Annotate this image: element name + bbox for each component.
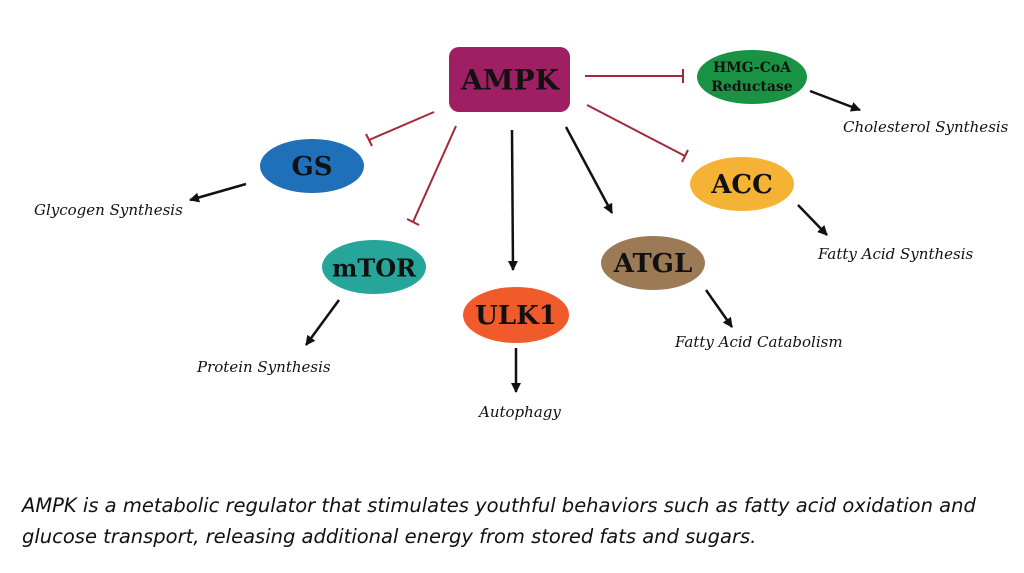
- node-hmg-coa-reductase: HMG-CoA Reductase: [697, 50, 807, 104]
- inhibition-edges: [365, 69, 689, 226]
- edge-ampk-ulk1: [507, 129, 518, 271]
- hmg-label-line1: HMG-CoA: [713, 60, 792, 76]
- acc-label: ACC: [710, 170, 773, 200]
- hmg-label-line2: Reductase: [711, 79, 792, 95]
- edge-acc-fattyacid-synthesis: [797, 204, 828, 236]
- ulk1-ellipse: [463, 287, 569, 343]
- edge-ampk-atgl: [564, 126, 614, 214]
- caption-line-2: glucose transport, releasing additional …: [22, 525, 757, 548]
- edge-hmg-cholesterol: [809, 89, 861, 112]
- node-acc: ACC: [690, 157, 794, 211]
- edge-atgl-fattyacid-catabolism: [704, 289, 734, 328]
- acc-ellipse: [690, 157, 794, 211]
- edge-ampk-hmg-inhibit: [585, 69, 684, 83]
- outcome-fatty-acid-synthesis: Fatty Acid Synthesis: [817, 245, 974, 263]
- edge-ampk-gs-inhibit: [365, 111, 435, 147]
- node-atgl: ATGL: [601, 236, 705, 290]
- outcome-glycogen-synthesis: Glycogen Synthesis: [34, 201, 183, 219]
- edge-mtor-protein: [304, 299, 341, 346]
- gs-label: GS: [292, 152, 333, 182]
- outcome-cholesterol-synthesis: Cholesterol Synthesis: [843, 118, 1009, 136]
- mtor-ellipse: [322, 240, 426, 294]
- gs-ellipse: [260, 139, 364, 193]
- node-mtor: mTOR: [322, 240, 426, 294]
- mtor-label: mTOR: [332, 254, 417, 283]
- activation-edges: [189, 89, 861, 393]
- caption: AMPK is a metabolic regulator that stimu…: [22, 490, 1012, 552]
- edge-gs-glycogen: [189, 182, 247, 203]
- ulk1-label: ULK1: [475, 301, 557, 331]
- ampk-pathway-diagram: AMPK HMG-CoA Reductase GS ACC mTOR ATGL …: [34, 47, 1009, 421]
- node-ulk1: ULK1: [463, 287, 569, 343]
- ampk-label: AMPK: [460, 64, 561, 97]
- outcome-autophagy: Autophagy: [477, 403, 561, 421]
- atgl-label: ATGL: [613, 249, 693, 279]
- atgl-ellipse: [601, 236, 705, 290]
- edge-ampk-acc-inhibit: [586, 104, 689, 163]
- hmg-coa-ellipse: [697, 50, 807, 104]
- caption-line-1: AMPK is a metabolic regulator that stimu…: [22, 494, 976, 517]
- outcome-fatty-acid-catabolism: Fatty Acid Catabolism: [674, 333, 843, 351]
- node-gs: GS: [260, 139, 364, 193]
- ampk-box: [449, 47, 570, 112]
- edge-ampk-mtor-inhibit: [406, 125, 457, 226]
- outcome-protein-synthesis: Protein Synthesis: [196, 358, 331, 376]
- node-ampk: AMPK: [449, 47, 570, 112]
